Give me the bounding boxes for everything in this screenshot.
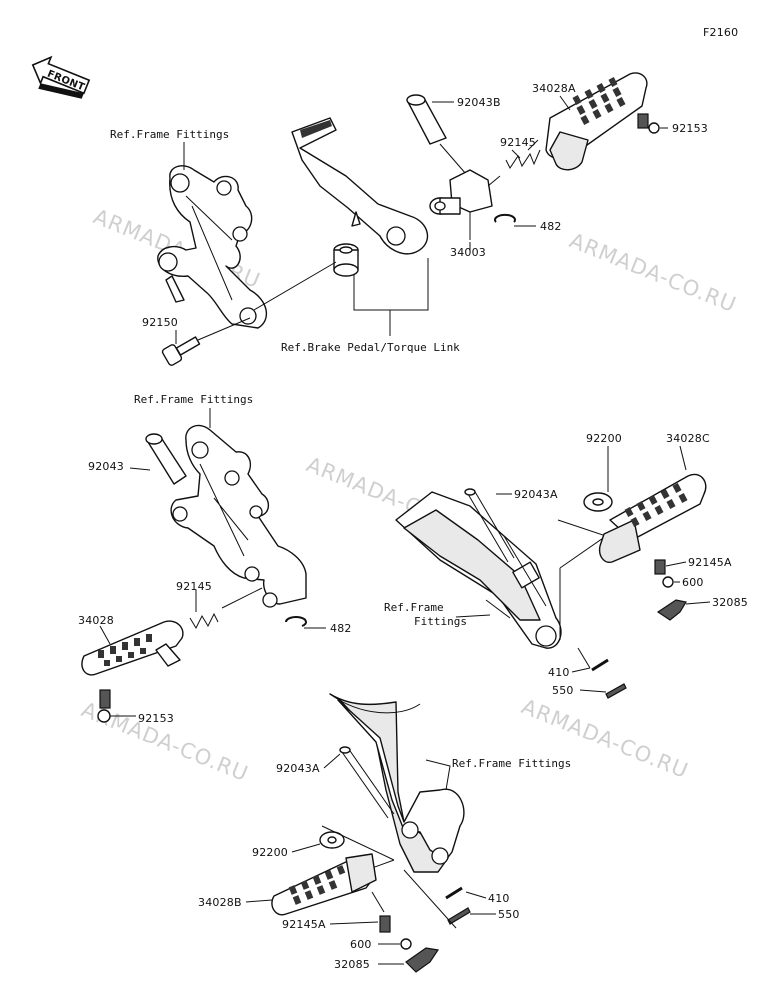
label-600-bottom: 600 [350, 938, 372, 951]
pin-410-right [591, 658, 609, 672]
top-left-bracket [157, 165, 268, 329]
label-32085-bottom: 32085 [334, 958, 370, 971]
circlip-482-top [494, 213, 536, 227]
right-leader-lines [559, 568, 591, 669]
pin-92043B [406, 94, 467, 175]
detent-32085-bottom [405, 947, 440, 973]
right-frame [395, 491, 562, 649]
mid-left-bracket [170, 424, 307, 608]
ref-frame-fittings-2: Ref.Frame Fittings [134, 393, 253, 406]
pin-410-bottom [445, 886, 463, 900]
label-92145-mid: 92145 [176, 580, 212, 593]
front-badge: FRONT [31, 55, 91, 99]
spring-92145A-right [654, 559, 666, 575]
cotter-550-bottom [447, 907, 471, 925]
bolt-92153-top [637, 113, 668, 134]
label-92200-bottom: 92200 [252, 846, 288, 859]
label-410-bottom: 410 [488, 892, 510, 905]
bolt-92150 [161, 317, 251, 366]
cotter-550-right [605, 683, 627, 699]
figure-code: F2160 [703, 26, 738, 39]
footpeg-34028C [598, 473, 707, 563]
label-92043B: 92043B [457, 96, 501, 109]
label-92200-right: 92200 [586, 432, 622, 445]
label-92043A-right: 92043A [514, 488, 558, 501]
ball-600-right [662, 576, 674, 588]
ref-frame-fittings-4-line2: Fittings [414, 615, 467, 628]
detent-32085-right [656, 599, 687, 621]
label-34028A: 34028A [532, 82, 576, 95]
label-92043A-bottom: 92043A [276, 762, 320, 775]
pedal-bushing [253, 243, 359, 311]
spring-92145A-bottom [371, 891, 391, 933]
label-92043: 92043 [88, 460, 124, 473]
footpeg-34028 [81, 620, 184, 676]
ref-frame-fittings-1: Ref.Frame Fittings [110, 128, 229, 141]
label-leaders [99, 95, 711, 965]
ball-600-bottom [400, 938, 412, 950]
bolt-92153-mid [97, 689, 136, 723]
label-92145A-bottom: 92145A [282, 918, 326, 931]
footpeg-34028A [545, 72, 648, 171]
footpeg-34028B [271, 853, 377, 916]
pin-92043-mid [145, 433, 187, 485]
label-550-bottom: 550 [498, 908, 520, 921]
label-92150: 92150 [142, 316, 178, 329]
circlip-482-mid [285, 616, 326, 629]
spring-92145-mid [189, 587, 263, 630]
spring-92145-top [487, 139, 541, 187]
label-34028C: 34028C [666, 432, 710, 445]
label-92153-top: 92153 [672, 122, 708, 135]
bottom-leader-line [403, 869, 457, 929]
pin-92043A-bottom [339, 746, 395, 819]
pin-92043A-right [464, 488, 515, 563]
label-34028B: 34028B [198, 896, 242, 909]
label-34003: 34003 [450, 246, 486, 259]
label-34028: 34028 [78, 614, 114, 627]
label-410-right: 410 [548, 666, 570, 679]
label-92145A-right: 92145A [688, 556, 732, 569]
washer-92200-right [557, 492, 613, 569]
watermark-2: ARMADA-CO.RU [566, 228, 740, 317]
label-482-top: 482 [540, 220, 562, 233]
label-92145-top: 92145 [500, 136, 536, 149]
label-32085-right: 32085 [712, 596, 748, 609]
ref-frame-fittings-4-line1: Ref.Frame [384, 601, 444, 614]
label-482-mid: 482 [330, 622, 352, 635]
brake-pedal-ref-bracket [353, 258, 429, 336]
holder-34003 [429, 169, 493, 240]
label-600-right: 600 [682, 576, 704, 589]
bottom-frame [329, 693, 465, 873]
brake-pedal [291, 117, 428, 255]
ref-frame-fittings-3: Ref.Frame Fittings [452, 757, 571, 770]
labels: Ref.Frame Fittings Ref.Frame Fittings Re… [78, 82, 748, 971]
ref-brake-pedal: Ref.Brake Pedal/Torque Link [281, 341, 460, 354]
label-550-right: 550 [552, 684, 574, 697]
label-92153-mid: 92153 [138, 712, 174, 725]
